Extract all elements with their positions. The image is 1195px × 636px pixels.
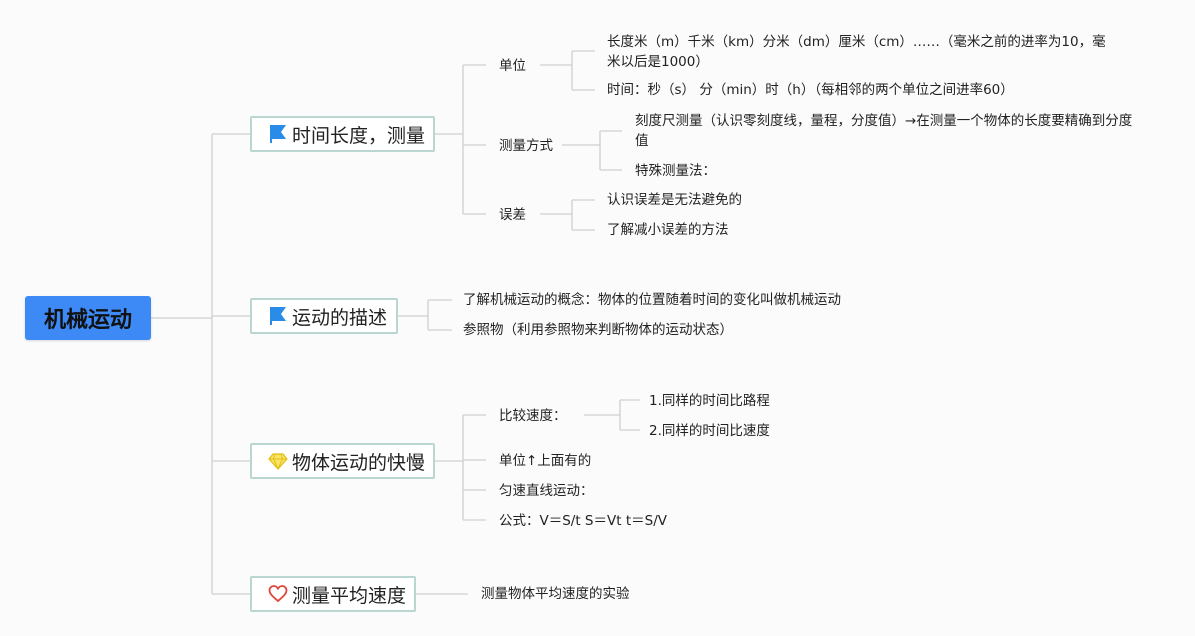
branch-node-time-length[interactable]: 时间长度，测量 <box>250 116 435 152</box>
branch-label: 时间长度，测量 <box>292 124 426 147</box>
branch-node-motion-description[interactable]: 运动的描述 <box>250 298 398 334</box>
node-uniform-motion[interactable]: 匀速直线运动： <box>499 483 594 499</box>
node-reference-object[interactable]: 参照物（利用参照物来判断物体的运动状态） <box>463 322 733 338</box>
node-unit[interactable]: 单位 <box>499 58 526 74</box>
node-compare-speed[interactable]: 比较速度： <box>499 408 567 424</box>
node-mechanical-motion-concept[interactable]: 了解机械运动的概念：物体的位置随着时间的变化叫做机械运动 <box>463 292 841 308</box>
node-measure-method[interactable]: 测量方式 <box>499 138 553 154</box>
node-time-units[interactable]: 时间：秒（s） 分（min）时（h）（每相邻的两个单位之间进率60） <box>607 82 1014 98</box>
branch-label: 测量平均速度 <box>292 584 407 607</box>
node-error[interactable]: 误差 <box>499 207 526 223</box>
node-length-units[interactable]: 长度米（m）千米（km）分米（dm）厘米（cm）……（毫米之前的进率为10，毫米… <box>607 34 1106 70</box>
node-same-time-speed[interactable]: 2.同样的时间比速度 <box>649 423 770 439</box>
node-average-speed-experiment[interactable]: 测量物体平均速度的实验 <box>481 586 630 602</box>
node-reduce-error[interactable]: 了解减小误差的方法 <box>607 222 729 238</box>
red-heart-icon <box>268 583 288 605</box>
branch-label: 运动的描述 <box>292 306 388 329</box>
node-special-measure[interactable]: 特殊测量法： <box>635 163 716 179</box>
branch-node-average-speed[interactable]: 测量平均速度 <box>250 576 416 612</box>
node-speed-unit[interactable]: 单位↑上面有的 <box>499 453 592 469</box>
blue-flag-icon <box>268 123 288 145</box>
root-node[interactable]: 机械运动 <box>25 296 151 340</box>
branch-label: 物体运动的快慢 <box>292 451 426 474</box>
node-ruler-measure[interactable]: 刻度尺测量（认识零刻度线，量程，分度值）→在测量一个物体的长度要精确到分度值 <box>635 113 1133 149</box>
yellow-diamond-icon <box>268 450 288 472</box>
blue-flag-icon <box>268 305 288 327</box>
node-same-time-distance[interactable]: 1.同样的时间比路程 <box>649 393 770 409</box>
branch-node-speed[interactable]: 物体运动的快慢 <box>250 443 435 479</box>
node-speed-formula[interactable]: 公式：V＝S/t S＝Vt t＝S/V <box>499 513 667 529</box>
node-error-unavoidable[interactable]: 认识误差是无法避免的 <box>607 192 742 208</box>
